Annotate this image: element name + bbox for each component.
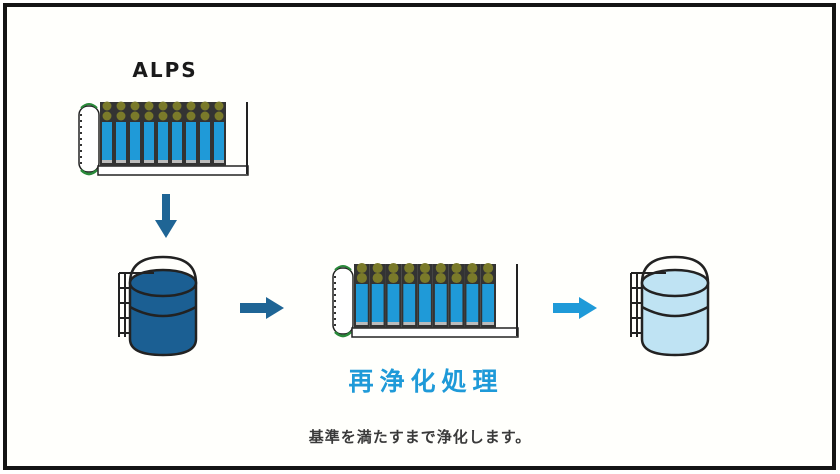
filter-column xyxy=(212,101,226,166)
filter-column xyxy=(128,101,142,166)
filter-column xyxy=(354,262,370,328)
filter-column xyxy=(480,262,496,328)
tank-rim xyxy=(640,255,710,284)
filter-column xyxy=(401,262,418,328)
re-purification-unit-icon xyxy=(332,262,519,338)
tank-water xyxy=(640,283,710,357)
vessel-cylinder xyxy=(332,267,354,335)
diagram-frame xyxy=(3,3,836,470)
arrow-down-icon xyxy=(155,194,177,238)
filter-column xyxy=(198,101,212,166)
untreated-water-tank-icon xyxy=(118,255,198,357)
vessel-cylinder xyxy=(78,105,100,173)
arrow-right-icon xyxy=(240,297,284,319)
tank-rim xyxy=(128,255,198,284)
filter-column xyxy=(184,101,198,166)
filter-column xyxy=(100,101,114,166)
filter-column xyxy=(142,101,156,166)
water-surface xyxy=(128,268,198,298)
caption: 基準を満たすまで浄化します。 xyxy=(308,428,532,446)
re-purification-label: 再浄化処理 xyxy=(348,367,504,396)
filter-column xyxy=(432,262,449,328)
alps-filtration-unit-icon xyxy=(78,101,249,176)
filter-column xyxy=(464,262,481,328)
base-tray xyxy=(97,165,249,176)
filter-column xyxy=(385,262,402,328)
filter-column xyxy=(114,101,128,166)
treated-water-tank-icon xyxy=(630,255,710,357)
water-surface xyxy=(640,268,710,298)
filter-column xyxy=(448,262,465,328)
arrow-right-icon xyxy=(553,297,597,319)
filter-column xyxy=(417,262,433,328)
filter-column xyxy=(156,101,170,166)
tank-water xyxy=(128,283,198,357)
base-tray xyxy=(351,327,519,338)
filter-column xyxy=(369,262,386,328)
filter-column xyxy=(170,101,184,166)
alps-label: ALPS xyxy=(132,58,198,82)
